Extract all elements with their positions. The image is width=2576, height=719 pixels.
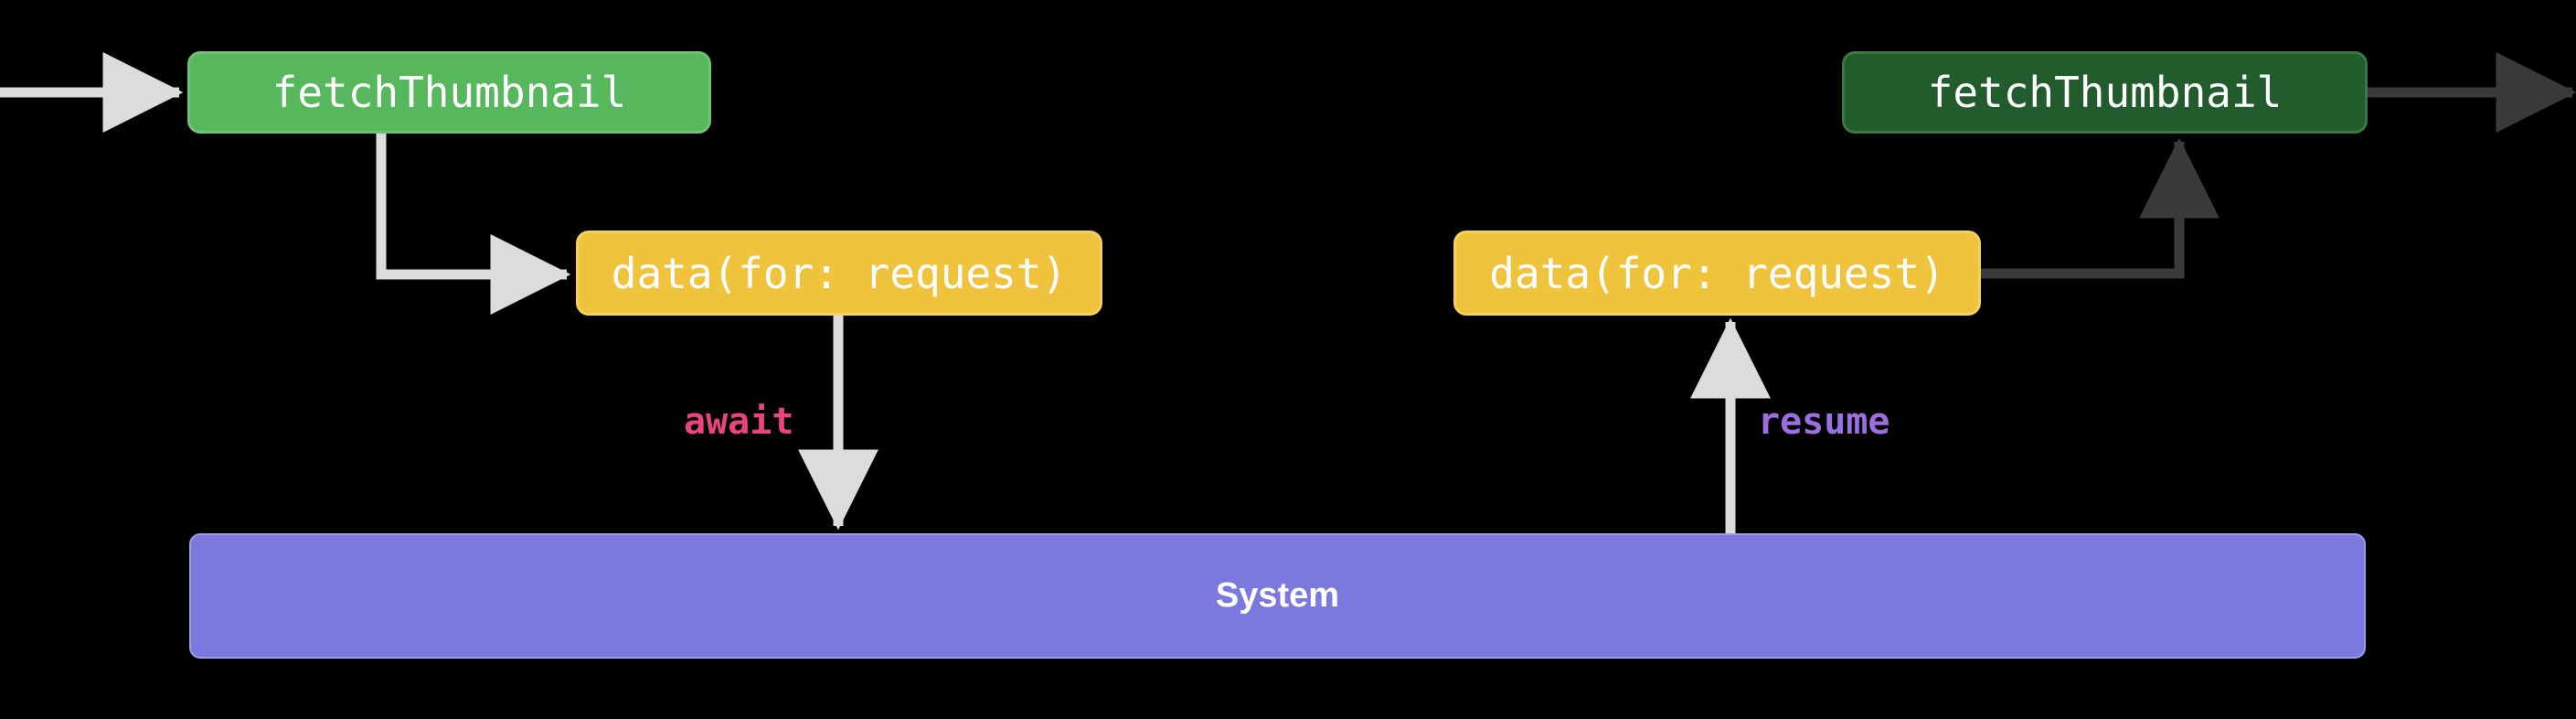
edge-fetch-left-to-call-left — [376, 134, 571, 315]
edge-label-resume: resume — [1758, 401, 1890, 443]
node-system-bar[interactable]: System — [189, 533, 2366, 659]
node-fetch-thumbnail-left[interactable]: fetchThumbnail — [187, 51, 711, 134]
edge-call-right-to-fetch-right — [1981, 137, 2219, 279]
node-data-for-request-left[interactable]: data(for: request) — [576, 231, 1102, 316]
node-data-for-request-right[interactable]: data(for: request) — [1453, 231, 1981, 316]
node-fetch-thumbnail-right[interactable]: fetchThumbnail — [1842, 51, 2368, 134]
edge-label-await: await — [684, 401, 794, 443]
